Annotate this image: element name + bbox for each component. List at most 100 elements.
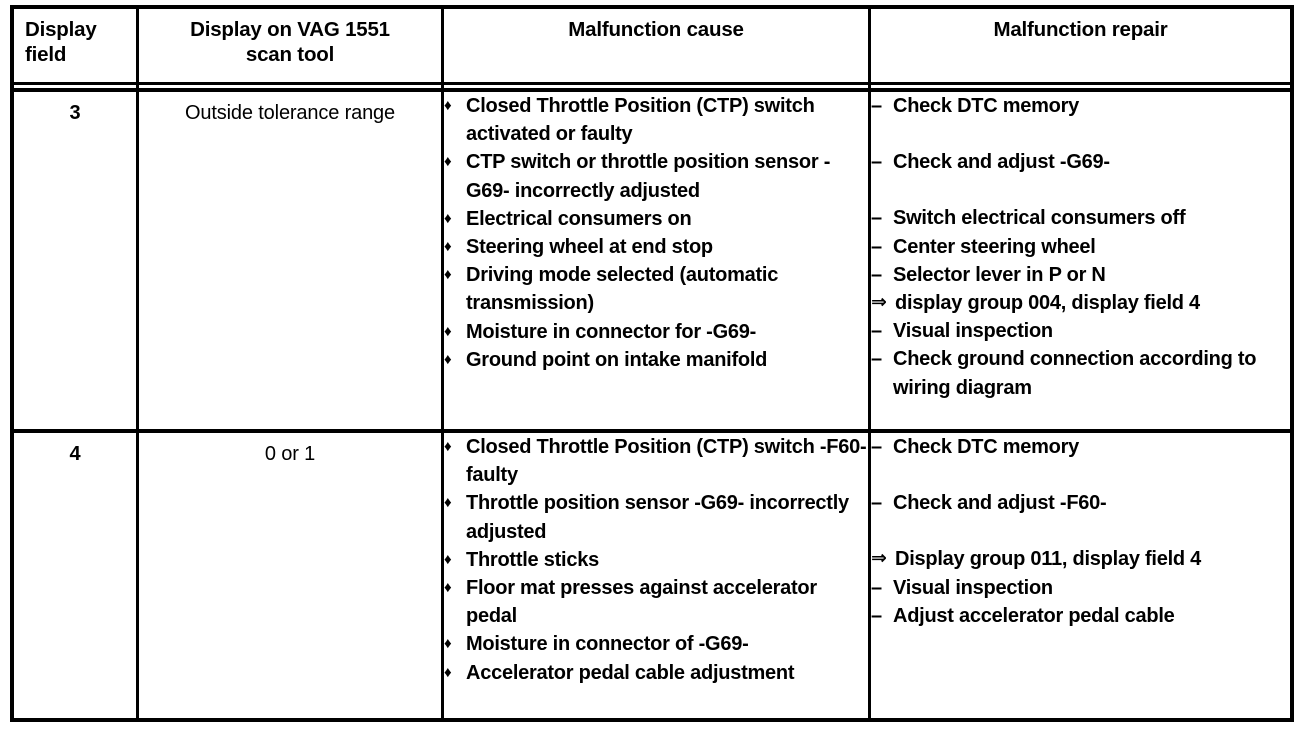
cause-item-text: Driving mode selected (automatic transmi… xyxy=(466,264,779,315)
diamond-bullet-icon: ♦ xyxy=(444,350,452,368)
row-1-display-field: 3 xyxy=(69,102,81,124)
repair-item: –Check DTC memory xyxy=(871,433,1290,461)
dash-bullet-icon: – xyxy=(871,320,882,343)
cause-item: ♦ Steering wheel at end stop xyxy=(444,233,868,261)
row-2-repair-list: –Check DTC memory–Check and adjust -F60-… xyxy=(871,433,1290,630)
diamond-bullet-icon: ♦ xyxy=(444,635,452,653)
repair-item: –Check and adjust -F60- xyxy=(871,489,1290,517)
cause-item: ♦ CTP switch or throttle position sensor … xyxy=(444,148,868,204)
dash-bullet-icon: – xyxy=(871,492,882,515)
cause-item-text: Closed Throttle Position (CTP) switch -F… xyxy=(466,436,867,487)
cause-item-text: Moisture in connector of -G69- xyxy=(466,633,749,656)
diamond-bullet-icon: ♦ xyxy=(444,266,452,284)
repair-item-text: Check and adjust -G69- xyxy=(893,151,1110,174)
cause-item: ♦ Closed Throttle Position (CTP) switch -… xyxy=(444,433,868,489)
dash-bullet-icon: – xyxy=(871,95,882,117)
repair-item-text: Visual inspection xyxy=(893,576,1053,599)
cause-item: ♦ Moisture in connector for -G69- xyxy=(444,318,868,346)
repair-item-text: Check ground connection according to wir… xyxy=(893,348,1257,399)
dash-bullet-icon: – xyxy=(871,235,882,258)
repair-item-text: Selector lever in P or N xyxy=(893,263,1106,286)
repair-item: –Center steering wheel xyxy=(871,233,1290,261)
diamond-bullet-icon: ♦ xyxy=(444,494,452,512)
header-rule-lower xyxy=(14,88,1290,92)
column-divider-2 xyxy=(441,9,444,718)
repair-item: –Check ground connection according to wi… xyxy=(871,345,1290,401)
row-1-causes-cell: ♦ Closed Throttle Position (CTP) switch a… xyxy=(444,92,868,429)
header-rule-upper xyxy=(14,82,1290,85)
row-2-scan-tool-display: 0 or 1 xyxy=(264,443,316,465)
dash-bullet-icon: – xyxy=(871,263,882,286)
cause-item-text: Accelerator pedal cable adjustment xyxy=(466,661,795,684)
repair-item: ⇒ Display group 011, display field 4 xyxy=(871,545,1290,573)
repair-item-text: Center steering wheel xyxy=(893,235,1096,258)
repair-item: –Check and adjust -G69- xyxy=(871,148,1290,176)
diamond-bullet-icon: ♦ xyxy=(444,322,452,340)
repair-item: –Selector lever in P or N xyxy=(871,261,1290,289)
diamond-bullet-icon: ♦ xyxy=(444,153,452,171)
dash-bullet-icon: – xyxy=(871,436,882,458)
cause-item: ♦ Driving mode selected (automatic transm… xyxy=(444,261,868,317)
cause-item-text: Closed Throttle Position (CTP) switch ac… xyxy=(466,95,815,146)
double-arrow-icon: ⇒ xyxy=(871,292,887,314)
row-1-repair-list: –Check DTC memory–Check and adjust -G69-… xyxy=(871,92,1290,402)
cause-item-text: CTP switch or throttle position sensor -… xyxy=(466,151,831,202)
diamond-bullet-icon: ♦ xyxy=(444,209,452,227)
repair-item-text: display group 004, display field 4 xyxy=(895,292,1200,315)
row-2-cause-list: ♦ Closed Throttle Position (CTP) switch -… xyxy=(444,433,868,687)
cause-item-text: Floor mat presses against accelerator pe… xyxy=(466,577,817,628)
header-malfunction-cause: Malfunction cause xyxy=(568,18,744,41)
row-1-scan-tool-display: Outside tolerance range xyxy=(184,102,396,124)
row-1-repairs-cell: –Check DTC memory–Check and adjust -G69-… xyxy=(871,92,1290,429)
dash-bullet-icon: – xyxy=(871,604,882,627)
double-arrow-icon: ⇒ xyxy=(871,548,887,570)
header-malfunction-repair: Malfunction repair xyxy=(993,18,1168,41)
cause-item-text: Ground point on intake manifold xyxy=(466,348,768,371)
cause-item: ♦ Accelerator pedal cable adjustment xyxy=(444,659,868,687)
diamond-bullet-icon: ♦ xyxy=(444,238,452,256)
dash-bullet-icon: – xyxy=(871,348,882,371)
repair-item: –Adjust accelerator pedal cable xyxy=(871,602,1290,630)
dash-bullet-icon: – xyxy=(871,576,882,599)
cause-item-text: Moisture in connector for -G69- xyxy=(466,320,757,343)
row-2-display-field: 4 xyxy=(69,443,81,465)
repair-item-text: Check and adjust -F60- xyxy=(893,492,1107,515)
column-divider-3 xyxy=(868,9,871,718)
cause-item-text: Steering wheel at end stop xyxy=(466,236,713,259)
repair-item-text: Adjust accelerator pedal cable xyxy=(893,604,1175,627)
diamond-bullet-icon: ♦ xyxy=(444,579,452,597)
repair-item-text: Visual inspection xyxy=(893,320,1053,343)
diamond-bullet-icon: ♦ xyxy=(444,438,452,455)
repair-item-text: Switch electrical consumers off xyxy=(893,207,1186,230)
diamond-bullet-icon: ♦ xyxy=(444,97,452,114)
diamond-bullet-icon: ♦ xyxy=(444,550,452,568)
row-1-cause-list: ♦ Closed Throttle Position (CTP) switch a… xyxy=(444,92,868,374)
repair-item: –Check DTC memory xyxy=(871,92,1290,120)
dash-bullet-icon: – xyxy=(871,207,882,230)
cause-item: ♦ Floor mat presses against accelerator p… xyxy=(444,574,868,630)
row-2-repairs-cell: –Check DTC memory–Check and adjust -F60-… xyxy=(871,433,1290,718)
cause-item: ♦ Throttle position sensor -G69- incorrec… xyxy=(444,489,868,545)
cause-item-text: Electrical consumers on xyxy=(466,207,692,230)
row-2-causes-cell: ♦ Closed Throttle Position (CTP) switch -… xyxy=(444,433,868,718)
repair-item: –Switch electrical consumers off xyxy=(871,204,1290,232)
cause-item: ♦ Throttle sticks xyxy=(444,546,868,574)
diamond-bullet-icon: ♦ xyxy=(444,663,452,681)
repair-item: ⇒ display group 004, display field 4 xyxy=(871,289,1290,317)
dash-bullet-icon: – xyxy=(871,151,882,174)
cause-item: ♦ Ground point on intake manifold xyxy=(444,346,868,374)
cause-item-text: Throttle position sensor -G69- incorrect… xyxy=(466,492,849,543)
row-divider xyxy=(14,429,1290,433)
repair-item-text: Check DTC memory xyxy=(893,436,1080,458)
cause-item: ♦ Moisture in connector of -G69- xyxy=(444,630,868,658)
repair-item: –Visual inspection xyxy=(871,317,1290,345)
repair-item: –Visual inspection xyxy=(871,574,1290,602)
repair-item-text: Check DTC memory xyxy=(893,95,1080,117)
column-divider-1 xyxy=(136,9,139,718)
cause-item-text: Throttle sticks xyxy=(466,548,599,571)
cause-item: ♦ Closed Throttle Position (CTP) switch a… xyxy=(444,92,868,148)
repair-item-text: Display group 011, display field 4 xyxy=(895,548,1202,571)
